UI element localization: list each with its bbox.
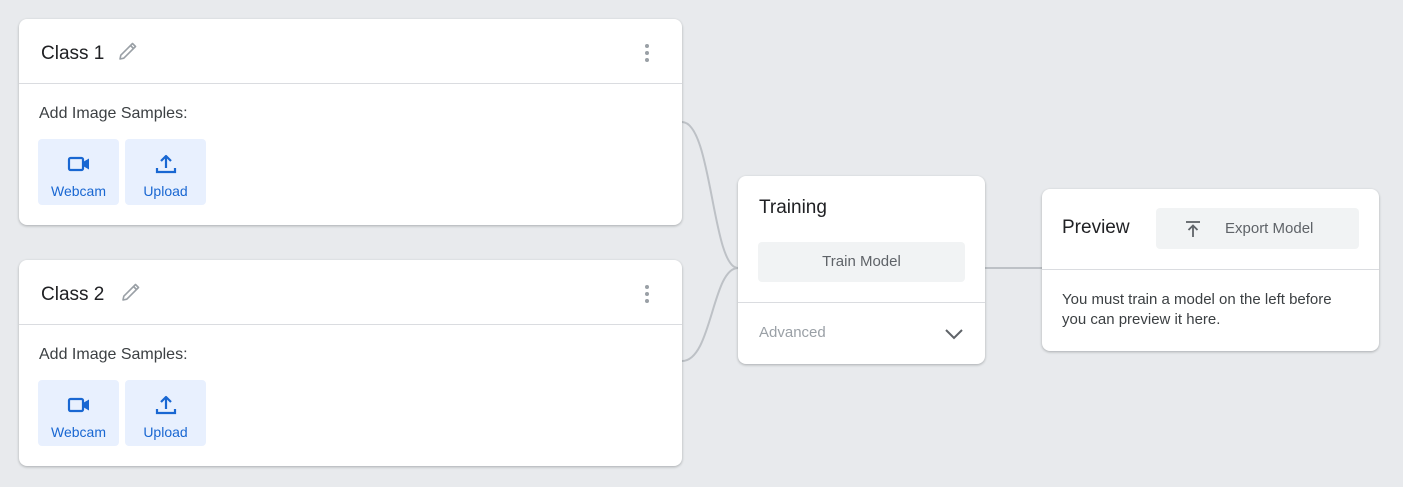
preview-title: Preview (1062, 217, 1130, 238)
webcam-button[interactable]: Webcam (38, 139, 119, 205)
training-card: Training Train Model Advanced (738, 176, 985, 364)
preview-card: Preview Export Model You must train a mo… (1042, 189, 1379, 351)
chevron-down-icon (945, 329, 963, 340)
export-icon (1186, 221, 1200, 237)
pencil-icon[interactable] (116, 39, 140, 63)
add-samples-label: Add Image Samples: (39, 346, 188, 363)
train-model-button[interactable]: Train Model (758, 242, 965, 282)
videocam-icon (67, 397, 89, 413)
export-model-label: Export Model (1225, 220, 1314, 237)
videocam-icon (67, 156, 89, 172)
upload-icon (155, 154, 176, 174)
add-samples-label: Add Image Samples: (39, 105, 188, 122)
connector-class2-training (681, 267, 739, 362)
upload-button[interactable]: Upload (125, 139, 206, 205)
class-header: Class 1 (19, 19, 682, 84)
preview-message: You must train a model on the left befor… (1062, 291, 1332, 328)
webcam-label: Webcam (51, 424, 106, 440)
upload-label: Upload (143, 424, 188, 440)
preview-header: Preview Export Model (1042, 189, 1379, 270)
webcam-button[interactable]: Webcam (38, 380, 119, 446)
advanced-label: Advanced (759, 324, 826, 341)
class-title[interactable]: Class 1 (41, 43, 105, 64)
webcam-label: Webcam (51, 183, 106, 199)
more-vert-icon[interactable] (636, 42, 658, 64)
training-title: Training (759, 197, 827, 218)
upload-label: Upload (143, 183, 188, 199)
more-vert-icon[interactable] (636, 283, 658, 305)
class-card-2: Class 2 Add Image Samples: Webcam Upload (19, 260, 682, 466)
training-divider (738, 302, 985, 303)
class-header: Class 2 (19, 260, 682, 325)
upload-button[interactable]: Upload (125, 380, 206, 446)
upload-icon (155, 395, 176, 415)
export-model-button[interactable]: Export Model (1156, 208, 1359, 249)
connector-class1-training (681, 121, 739, 269)
class-card-1: Class 1 Add Image Samples: Webcam Upload (19, 19, 682, 225)
pencil-icon[interactable] (119, 280, 143, 304)
advanced-toggle[interactable]: Advanced (738, 303, 985, 364)
class-title[interactable]: Class 2 (41, 284, 105, 305)
